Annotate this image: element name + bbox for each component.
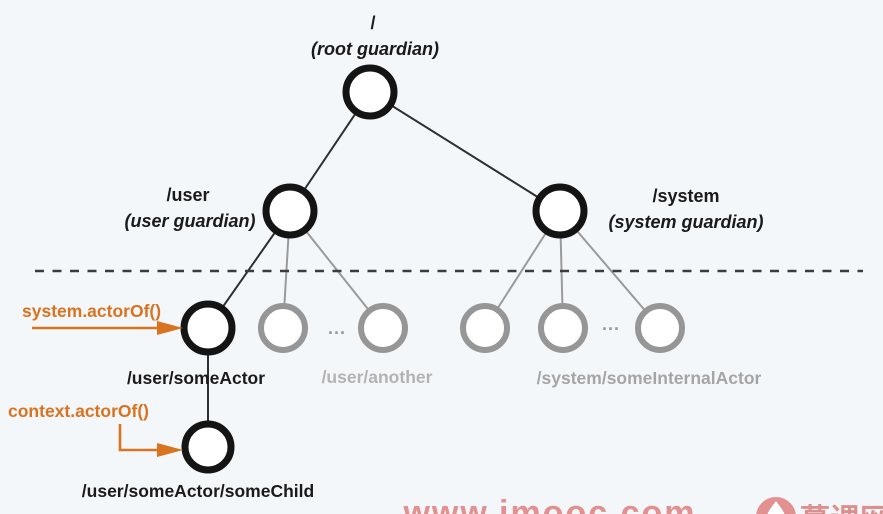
context-actorof-label: context.actorOf(): [8, 401, 149, 421]
system-child-node-2: [538, 303, 588, 353]
system-actorof-arrowhead-icon: [157, 321, 183, 335]
user-path-label: /user: [166, 185, 209, 205]
context-actorof-arrow-line: [118, 424, 158, 452]
user-guardian-node: [262, 183, 318, 239]
system-actorof-label: system.actorOf(): [22, 301, 161, 321]
some-child-node: [181, 420, 235, 474]
system-guardian-node: [532, 183, 588, 239]
watermark-text: www.imooc.com: [402, 494, 696, 514]
root-path-label: /: [370, 13, 375, 33]
root-guardian-label: (root guardian): [311, 39, 439, 59]
system-internal-label: /system/someInternalActor: [537, 368, 762, 388]
some-child-label: /user/someActor/someChild: [82, 481, 314, 501]
context-actorof-arrowhead-icon: [157, 443, 183, 457]
system-child-node-1: [460, 303, 510, 353]
ellipsis-user-group: ...: [328, 318, 346, 338]
user-another-node: [358, 303, 408, 353]
imooc-logo-icon: [756, 497, 796, 514]
edge-root-to-system: [369, 91, 561, 212]
ellipsis-system-group: ...: [602, 314, 620, 334]
some-actor-node: [180, 300, 236, 356]
root-guardian-node: [342, 64, 398, 120]
system-guardian-label: (system guardian): [608, 212, 763, 232]
some-actor-label: /user/someActor: [127, 368, 265, 388]
user-guardian-label: (user guardian): [124, 211, 255, 231]
system-path-label: /system: [652, 186, 719, 206]
system-child-node-3: [635, 303, 685, 353]
watermark-brand-text: 慕课网: [800, 504, 883, 514]
user-another-label: /user/another: [322, 367, 433, 387]
user-child-node-1: [258, 303, 308, 353]
